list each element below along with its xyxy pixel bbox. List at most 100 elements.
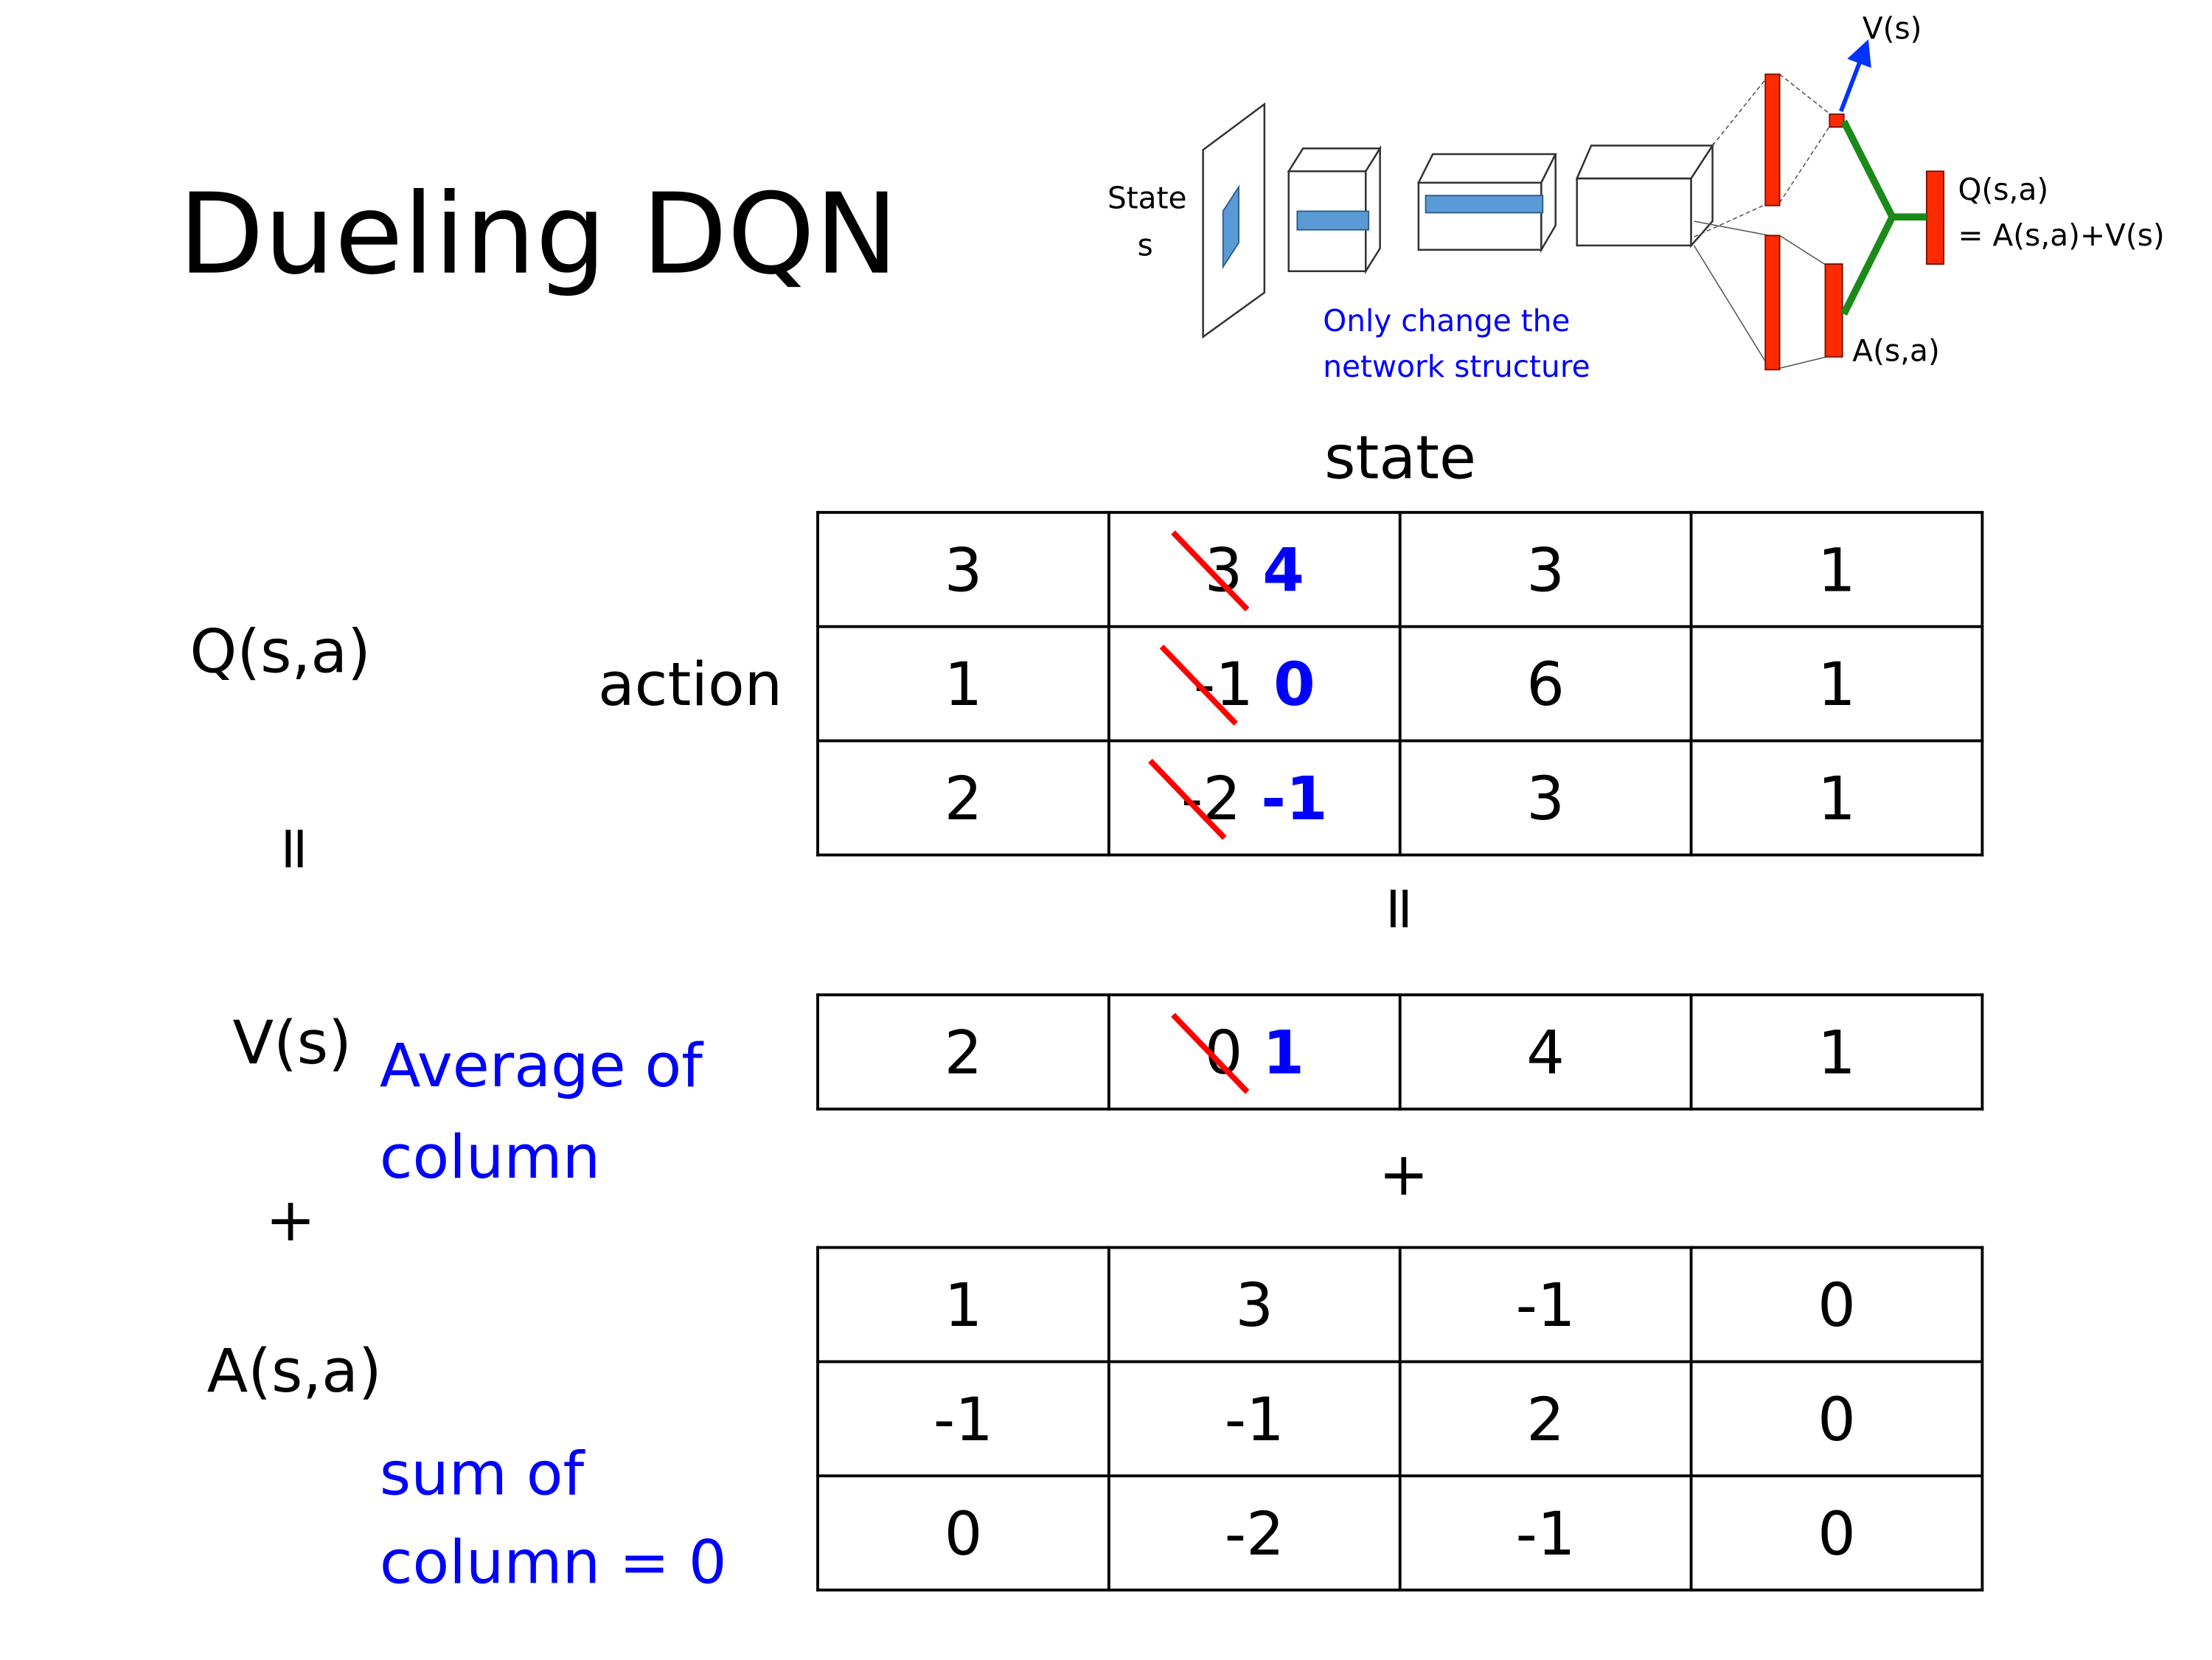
table-row: 0 -2 -1 0: [816, 1474, 1984, 1592]
diagram-note-2: network structure: [1323, 350, 1590, 384]
table-cell: 0: [1689, 1360, 1984, 1478]
table-cell: 0: [1689, 1474, 1984, 1592]
table-cell: 4: [1398, 993, 1693, 1111]
table-cell: 3: [1398, 739, 1693, 857]
equals-mid: =: [1366, 883, 1436, 934]
advantage-stream-layer: [1764, 235, 1781, 371]
average-note-1: Average of: [379, 1030, 703, 1101]
cell-value: 1: [944, 1269, 983, 1340]
table-cell: -1: [1398, 1246, 1693, 1364]
table-cell: -2: [1107, 1474, 1402, 1592]
table-cell: 3: [1107, 1246, 1402, 1364]
state-label: state: [1324, 422, 1477, 493]
crossed-value: -2-1: [1147, 757, 1328, 839]
cell-value: 1: [1818, 1017, 1856, 1087]
slide-title: Dueling DQN: [178, 171, 899, 300]
table-cell: -1: [1107, 1360, 1402, 1478]
table-row: 2 -2-1 3 1: [816, 739, 1984, 857]
cell-value: 3: [1235, 1269, 1274, 1340]
strike-icon: [1160, 644, 1239, 726]
cell-value: 4: [1526, 1017, 1565, 1087]
value-output: [1829, 113, 1845, 128]
cell-value: 2: [944, 1017, 983, 1087]
cell-value: 1: [1818, 534, 1856, 605]
plus-mid: +: [1378, 1139, 1429, 1209]
table-cell: -2-1: [1107, 739, 1402, 857]
q-label: Q(s,a): [189, 617, 371, 687]
average-note-2: column: [379, 1122, 601, 1192]
diagram-q-label: Q(s,a): [1958, 173, 2049, 207]
old-value: -2: [1147, 757, 1241, 839]
network-diagram: [1202, 39, 1945, 371]
action-label: action: [597, 649, 783, 720]
table-cell: 6: [1398, 625, 1693, 743]
cell-value: 0: [944, 1498, 983, 1569]
cell-value: 3: [1526, 763, 1565, 833]
cell-value: -1: [1515, 1498, 1576, 1569]
table-row: -1 -1 2 0: [816, 1360, 1984, 1478]
cell-value: 0: [1818, 1383, 1856, 1454]
cell-value: 0: [1818, 1269, 1856, 1340]
cell-value: 2: [944, 763, 983, 833]
new-value: 1: [1262, 1017, 1305, 1087]
old-value: 3: [1171, 529, 1250, 611]
v-label: V(s): [232, 1007, 352, 1078]
cell-value: 2: [1526, 1383, 1565, 1454]
diagram-a-label: A(s,a): [1852, 333, 1940, 369]
table-cell: 0: [816, 1474, 1110, 1592]
strike-icon: [1171, 529, 1250, 611]
plus-left: +: [265, 1184, 316, 1255]
diagram-note-1: Only change the: [1323, 304, 1571, 338]
a-table: 1 3 -1 0 -1 -1 2 0 0 -2 -1 0: [816, 1246, 1984, 1592]
table-cell: 1: [1689, 510, 1984, 628]
table-cell: 0: [1689, 1246, 1984, 1364]
cell-value: -1: [1515, 1269, 1576, 1340]
equals-left: =: [261, 823, 332, 874]
table-cell: 1: [1689, 739, 1984, 857]
table-cell: 1: [816, 625, 1110, 743]
cell-value: 3: [1526, 534, 1565, 605]
strike-icon: [1171, 1012, 1250, 1094]
table-cell: 1: [816, 1246, 1110, 1364]
diagram-q-formula: = A(s,a)+V(s): [1958, 218, 2165, 253]
advantage-output: [1824, 263, 1843, 358]
q-output: [1925, 170, 1945, 265]
diagram-state-label: State: [1107, 181, 1187, 216]
merge-lines: [1840, 119, 1927, 316]
cell-value: 1: [1818, 763, 1856, 833]
cell-value: 1: [1818, 648, 1856, 719]
table-cell: 2: [816, 993, 1110, 1111]
old-value: 0: [1171, 1012, 1250, 1094]
cell-value: 0: [1818, 1498, 1856, 1569]
table-cell: -1: [816, 1360, 1110, 1478]
new-value: 4: [1262, 534, 1305, 605]
table-cell: 3: [1398, 510, 1693, 628]
diagram-state-var: s: [1137, 228, 1153, 263]
table-cell: 3: [816, 510, 1110, 628]
table-cell: 2: [1398, 1360, 1693, 1478]
cell-value: -1: [933, 1383, 993, 1454]
cell-value: -1: [1224, 1383, 1284, 1454]
table-cell: 1: [1689, 993, 1984, 1111]
cell-value: 1: [944, 648, 983, 719]
sum-note-1: sum of: [379, 1438, 585, 1509]
table-cell: 2: [816, 739, 1110, 857]
table-cell: 1: [1689, 625, 1984, 743]
table-row: 1 3 -1 0: [816, 1246, 1984, 1364]
value-stream-layer: [1764, 73, 1781, 206]
table-cell: -1: [1398, 1474, 1693, 1592]
new-value: 0: [1273, 648, 1315, 719]
cell-value: 6: [1526, 648, 1565, 719]
strike-icon: [1147, 757, 1226, 839]
